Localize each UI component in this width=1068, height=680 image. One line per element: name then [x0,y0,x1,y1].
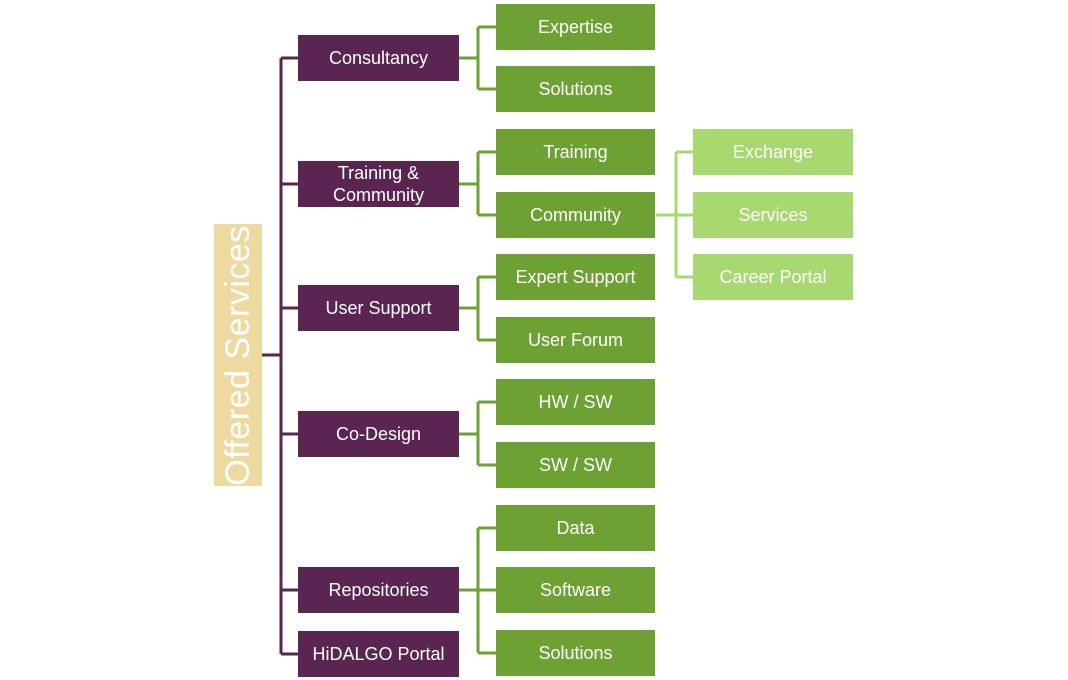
community-item-services: Services [693,192,853,238]
subcategory-label: Solutions [538,643,613,663]
community-item-career-portal: Career Portal [693,254,853,300]
category-consultancy: Consultancy [298,35,459,81]
subcategory-sw-sw: SW / SW [496,442,655,488]
subcategory-label: Expertise [537,17,614,37]
subcategory-expert-support: Expert Support [496,254,655,300]
root-label: Offered Services [218,224,257,486]
subcategory-label: Training [543,142,608,162]
subcategory-data: Data [496,505,655,551]
root-node-offered-services: Offered Services [214,224,262,486]
category-label: Repositories [328,580,429,600]
category-label: Training & Community [332,163,425,205]
subcategory-label: Data [556,518,595,538]
subcategory-training: Training [496,129,655,175]
category-label: HiDALGO Portal [312,644,445,664]
subcategory-community: Community [496,192,655,238]
subcategory-label: Expert Support [515,267,636,287]
subcategory-software: Software [496,567,655,613]
category-co-design: Co-Design [298,411,459,457]
category-label: User Support [325,298,432,318]
subcategory-label: HW / SW [538,392,613,412]
category-label: Co-Design [335,424,422,444]
subcategory-label: Solutions [538,79,613,99]
community-item-exchange: Exchange [693,129,853,175]
community-item-label: Services [738,205,808,225]
subcategory-label: User Forum [527,330,623,350]
category-user-support: User Support [298,285,459,331]
subcategory-hw-sw: HW / SW [496,379,655,425]
subcategory-repository-solutions: Solutions [496,630,655,676]
subcategory-label: SW / SW [539,455,612,475]
subcategory-label: Software [539,580,612,600]
subcategory-user-forum: User Forum [496,317,655,363]
subcategory-label: Community [529,205,622,225]
category-repositories: Repositories [298,567,459,613]
community-item-label: Exchange [732,142,814,162]
category-label: Consultancy [328,48,429,68]
subcategory-solutions: Solutions [496,66,655,112]
category-training-community: Training & Community [298,161,459,207]
subcategory-expertise: Expertise [496,4,655,50]
community-item-label: Career Portal [719,267,827,287]
category-hidalgo-portal: HiDALGO Portal [298,631,459,677]
